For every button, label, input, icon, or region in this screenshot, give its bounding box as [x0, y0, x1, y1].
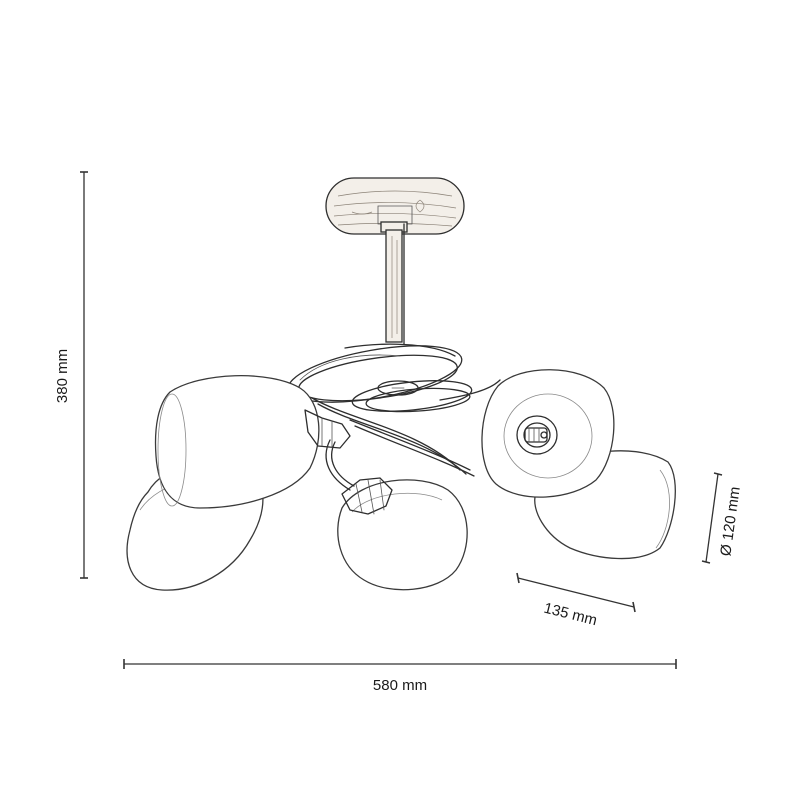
shade-length-label: 135 mm: [542, 600, 599, 630]
shade-diameter-dimension: Ø 120 mm: [701, 472, 744, 564]
shade-front-left: [154, 375, 351, 509]
bulb-socket: [516, 415, 558, 455]
stem: [380, 221, 408, 345]
chandelier-illustration: [126, 177, 676, 591]
shade-front-right: [481, 369, 615, 498]
shade-diameter-label: Ø 120 mm: [717, 486, 744, 558]
swirl-arms: [287, 343, 501, 491]
ceiling-canopy: [325, 177, 465, 235]
shade-front-middle: [337, 477, 468, 591]
height-dimension: 380 mm: [54, 171, 88, 579]
width-dimension: 580 mm: [123, 659, 677, 694]
shade-length-dimension: 135 mm: [516, 572, 636, 630]
height-label: 380 mm: [54, 349, 71, 403]
width-label: 580 mm: [373, 677, 427, 694]
